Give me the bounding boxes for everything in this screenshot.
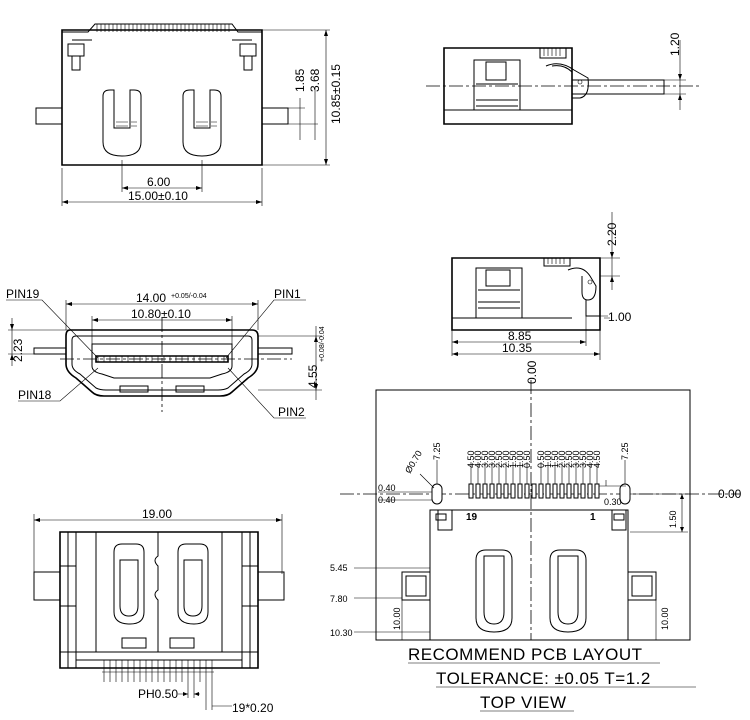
note-recommend-pcb-layout: RECOMMEND PCB LAYOUT [408, 645, 643, 664]
pad-label-l2: 4.00 [473, 450, 483, 468]
pcb-dim-780: 7.80 [330, 594, 348, 604]
pad-label-r4: 2.00 [557, 450, 567, 468]
side-view-bottom: 2.20 1.00 8.85 10.35 [451, 212, 632, 360]
pcb-dim-1000b: 10.00 [660, 607, 670, 630]
pcb-pin-19-mark: 19 [466, 512, 478, 523]
top-view-dim-h2: 3.68 [308, 68, 322, 92]
pad-label-l3: 3.50 [480, 450, 490, 468]
pad-label-r2: 1.00 [543, 450, 553, 468]
bottom-view-dim-pins: 19*0.20 [232, 701, 274, 715]
bottom-view-dim-width: 19.00 [142, 507, 172, 521]
front-view-dim-w-outer: 14.00 [136, 291, 166, 305]
pcb-dim-left-725: 7.25 [432, 442, 442, 460]
pin1-label: PIN1 [274, 287, 301, 301]
pcb-dim-150: 1.50 [668, 510, 678, 528]
side-view-bottom-dim-d1: 1.00 [608, 310, 632, 324]
pin18-label: PIN18 [18, 388, 52, 402]
pcb-dim-030: 0.30 [604, 497, 622, 507]
front-view-dim-w-outer-tol: +0.05/-0.04 [171, 293, 207, 300]
pcb-dim-right-725: 7.25 [620, 442, 630, 460]
notes: RECOMMEND PCB LAYOUT TOLERANCE: ±0.05 T=… [408, 645, 696, 712]
pad-label-r1: 0.50 [536, 450, 546, 468]
pcb-dim-1030: 10.30 [330, 628, 353, 638]
note-tolerance: TOLERANCE: ±0.05 T=1.2 [436, 669, 651, 688]
top-view-dim-h3: 10.85±0.15 [329, 64, 343, 124]
side-view-bottom-dim-w1: 8.85 [508, 329, 532, 343]
pad-label-l6: 2.00 [501, 450, 511, 468]
bottom-view-pins [102, 660, 214, 682]
bottom-view: 19.00 PH0.50 19*0.20 [33, 507, 285, 715]
pad-label-r6: 3.00 [571, 450, 581, 468]
pad-label-l9: 0.50 [522, 450, 532, 468]
pad-label-r5: 2.50 [564, 450, 574, 468]
pcb-dim-hole: Ø0.70 [403, 449, 424, 475]
pcb-origin-x-label: 0.00 [525, 360, 539, 384]
pcb-dim-1000a: 10.00 [392, 607, 402, 630]
side-view-bottom-dim-w2: 10.35 [502, 341, 532, 355]
pcb-layout: 0.00 0.00 [330, 360, 742, 641]
front-view-dim-h-left: 2.23 [11, 338, 25, 362]
pad-label-l1: 4.50 [466, 450, 476, 468]
front-view: 14.00 +0.05/-0.04 10.80±0.10 PIN19 PIN1 … [6, 287, 326, 419]
side-view-top: 1.20 [426, 32, 700, 125]
pcb-dim-040a: 0.40 [378, 483, 396, 493]
pad-label-l5: 2.50 [494, 450, 504, 468]
top-view-dim-w1: 6.00 [147, 175, 171, 189]
pcb-pads [468, 483, 600, 499]
front-view-dim-w-inner: 10.80±0.10 [131, 307, 191, 321]
front-view-dim-h-right-tol: +0.08/-0.04 [319, 326, 326, 362]
pad-label-r7: 3.50 [578, 450, 588, 468]
note-top-view: TOP VIEW [480, 693, 567, 712]
pad-label-r8: 4.00 [585, 450, 595, 468]
side-view-bottom-dim-h: 2.20 [605, 222, 619, 246]
top-view-dim-w2: 15.00±0.10 [128, 189, 188, 203]
top-view: 1.85 3.68 10.85±0.15 6.00 15.00±0.10 [35, 23, 343, 206]
front-view-dim-h-right: 4.55 [306, 364, 320, 388]
pad-label-r3: 1.50 [550, 450, 560, 468]
pcb-dim-545: 5.45 [330, 563, 348, 573]
pad-label-l7: 1.50 [508, 450, 518, 468]
pin19-label: PIN19 [6, 287, 40, 301]
top-view-dim-h1: 1.85 [293, 68, 307, 92]
pcb-pin-1-mark: 1 [590, 512, 596, 523]
bottom-view-dim-pitch: PH0.50 [138, 687, 178, 701]
pad-label-l4: 3.00 [487, 450, 497, 468]
side-view-top-dim-h: 1.20 [668, 32, 682, 56]
pad-label-r9: 4.50 [592, 450, 602, 468]
pad-label-l8: 1.00 [515, 450, 525, 468]
pcb-dim-040b: 0.40 [378, 495, 396, 505]
pcb-origin-y-label: 0.00 [718, 487, 742, 501]
pin2-label: PIN2 [278, 405, 305, 419]
